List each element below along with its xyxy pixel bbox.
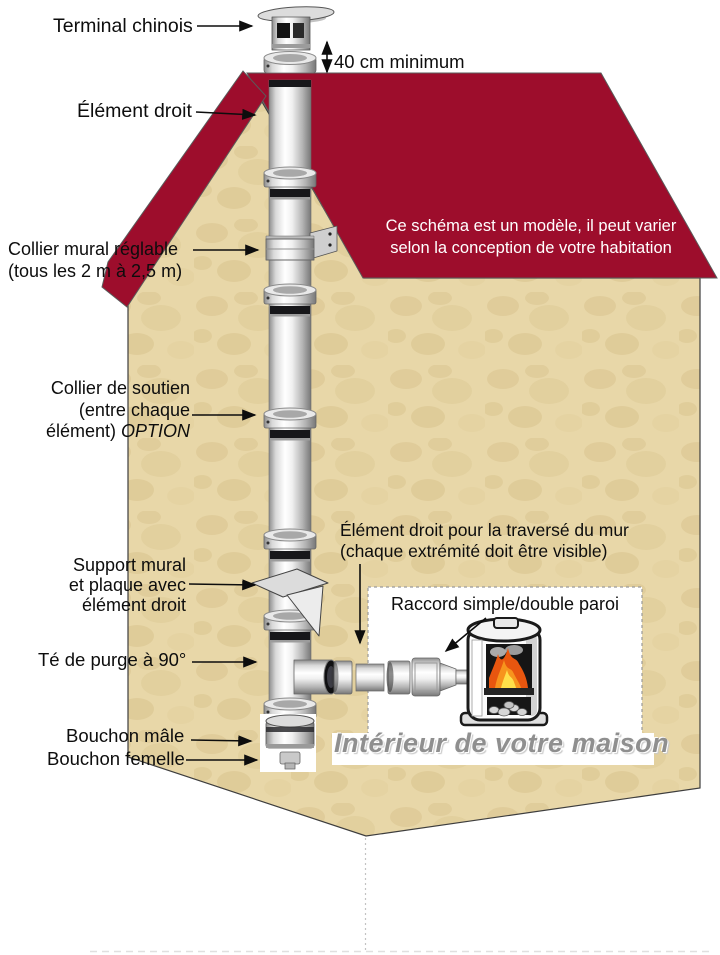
- wall-crossing-pipes: [331, 657, 471, 697]
- label-interieur-maison: Intérieur de votre maison: [334, 728, 670, 758]
- arrow-raccord: [444, 617, 487, 653]
- label-min-clearance: 40 cm minimum: [334, 51, 465, 72]
- terminal-cap: [257, 6, 335, 51]
- label-bouchon-male: Bouchon mâle: [66, 725, 185, 746]
- roof-note-line2: selon la conception de votre habitation: [390, 239, 672, 257]
- roof-note-line1: Ce schéma est un modèle, il peut varier: [385, 217, 677, 235]
- label-te-de-purge: Té de purge à 90°: [38, 649, 187, 670]
- wood-stove: [459, 617, 549, 727]
- label-traversee-line2: (chaque extrémité doit être visible): [340, 540, 608, 561]
- label-support-mural-line2: et plaque avec: [68, 575, 186, 595]
- arrow-support-mural: [188, 579, 257, 591]
- arrow-element-droit: [195, 108, 257, 120]
- label-element-droit: Élément droit: [77, 100, 192, 122]
- wall-support-plate: [251, 568, 329, 637]
- label-collier-soutien-line1: Collier de soutien: [50, 378, 190, 398]
- label-traversee-mur: Élément droit pour la traversé du mur (c…: [340, 520, 629, 561]
- label-bouchon-femelle: Bouchon femelle: [47, 748, 185, 769]
- roof: [101, 70, 718, 308]
- label-support-mural: Support mural et plaque avec élément dro…: [55, 555, 186, 615]
- wall-bracket: [265, 225, 338, 261]
- annotation-arrows: [186, 20, 487, 766]
- bouchon-male-part: [265, 714, 315, 749]
- option-italic: OPTION: [120, 421, 190, 441]
- tee-branch: [293, 659, 339, 695]
- label-support-mural-line3: élément droit: [81, 595, 186, 615]
- storm-collar: [263, 51, 317, 74]
- arrow-bouchon-male: [190, 735, 253, 747]
- bouchon-femelle-part: [279, 751, 301, 770]
- label-raccord: Raccord simple/double paroi: [390, 594, 620, 614]
- joint-collars: [263, 166, 317, 719]
- label-collier-mural-line1: Collier mural réglable: [8, 239, 179, 259]
- interieur-text-strip: [332, 733, 654, 765]
- insulation-rings: [270, 189, 310, 643]
- label-collier-mural: Collier mural réglable (tous les 2 m à 2…: [8, 238, 182, 282]
- label-collier-soutien: Collier de soutien (entre chaque élément…: [28, 378, 190, 443]
- roof-gable-band: [101, 70, 267, 308]
- collier-de-soutien-collar: [263, 283, 317, 305]
- roof-disclaimer-note: Ce schéma est un modèle, il peut varier …: [366, 215, 696, 259]
- label-collier-soutien-line3: élément) OPTION: [45, 421, 190, 441]
- label-traversee-line1: Élément droit pour la traversé du mur: [340, 520, 629, 540]
- label-support-mural-line1: Support mural: [72, 555, 186, 575]
- roof-main-plane: [246, 72, 718, 279]
- label-terminal-chinois: Terminal chinois: [53, 15, 193, 37]
- label-collier-mural-line2: (tous les 2 m à 2,5 m): [8, 261, 183, 281]
- label-collier-soutien-line2: (entre chaque: [78, 399, 190, 420]
- flue-pipe-column: [251, 6, 339, 772]
